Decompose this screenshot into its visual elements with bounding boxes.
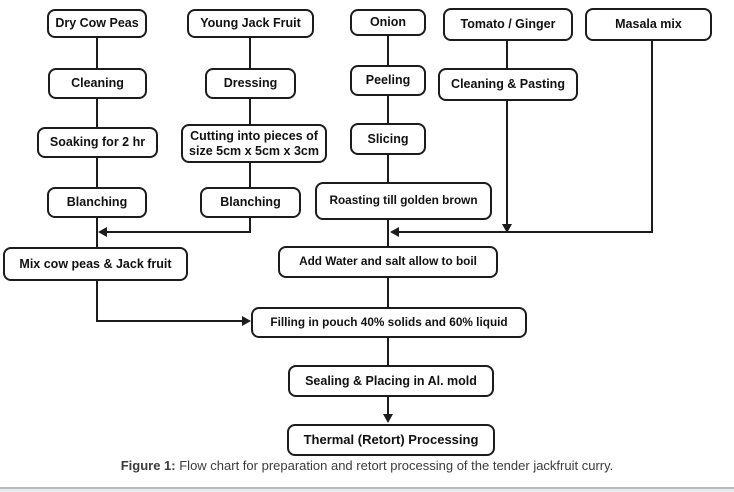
node-cleaning-pasting: Cleaning & Pasting xyxy=(438,68,578,101)
connector-line xyxy=(506,101,508,225)
connector-line xyxy=(651,41,653,233)
node-filling-pouch: Filling in pouch 40% solids and 60% liqu… xyxy=(251,307,527,338)
node-young-jack-fruit: Young Jack Fruit xyxy=(187,9,314,38)
connector-line xyxy=(249,218,251,233)
connector-line xyxy=(96,99,98,127)
connector-line xyxy=(392,231,653,233)
connector-line xyxy=(387,220,389,246)
connector-line xyxy=(387,338,389,365)
connector-line xyxy=(387,96,389,123)
connector-line xyxy=(387,36,389,65)
connector-line xyxy=(96,158,98,187)
connector-line xyxy=(100,231,251,233)
connector-line xyxy=(506,41,508,68)
arrowhead-left-icon xyxy=(390,227,399,237)
node-mix-cow-peas-jack-fruit: Mix cow peas & Jack fruit xyxy=(3,247,188,281)
arrowhead-down-icon xyxy=(383,414,393,423)
node-cleaning: Cleaning xyxy=(48,68,147,99)
node-tomato-ginger: Tomato / Ginger xyxy=(443,8,573,41)
connector-line xyxy=(96,281,98,322)
connector-line xyxy=(96,38,98,68)
node-dressing: Dressing xyxy=(205,68,296,99)
connector-line xyxy=(96,218,98,247)
connector-line xyxy=(96,320,243,322)
figure-caption-text: Flow chart for preparation and retort pr… xyxy=(175,458,614,473)
connector-line xyxy=(387,278,389,307)
connector-line xyxy=(387,397,389,416)
node-add-water-salt-boil: Add Water and salt allow to boil xyxy=(278,246,498,278)
node-cutting: Cutting into pieces of size 5cm x 5cm x … xyxy=(181,124,327,163)
node-soaking: Soaking for 2 hr xyxy=(37,127,158,158)
node-dry-cow-peas: Dry Cow Peas xyxy=(47,9,147,38)
page-divider-shadow xyxy=(0,489,734,492)
connector-line xyxy=(387,155,389,182)
node-masala-mix: Masala mix xyxy=(585,8,712,41)
connector-line xyxy=(249,99,251,124)
node-roasting: Roasting till golden brown xyxy=(315,182,492,220)
node-onion: Onion xyxy=(350,9,426,36)
figure-caption-label: Figure 1: xyxy=(120,458,176,473)
arrowhead-right-icon xyxy=(242,316,251,326)
figure-caption: Figure 1: Flow chart for preparation and… xyxy=(0,458,734,473)
arrowhead-down-icon xyxy=(502,224,512,233)
connector-line xyxy=(249,38,251,68)
arrowhead-left-icon xyxy=(98,227,107,237)
node-peeling: Peeling xyxy=(350,65,426,96)
node-blanching-cow-peas: Blanching xyxy=(47,187,147,218)
node-blanching-jack-fruit: Blanching xyxy=(200,187,301,218)
node-slicing: Slicing xyxy=(350,123,426,155)
node-thermal-retort-processing: Thermal (Retort) Processing xyxy=(287,424,495,456)
node-sealing-placing: Sealing & Placing in Al. mold xyxy=(288,365,494,397)
connector-line xyxy=(249,163,251,187)
page-divider xyxy=(0,487,734,489)
